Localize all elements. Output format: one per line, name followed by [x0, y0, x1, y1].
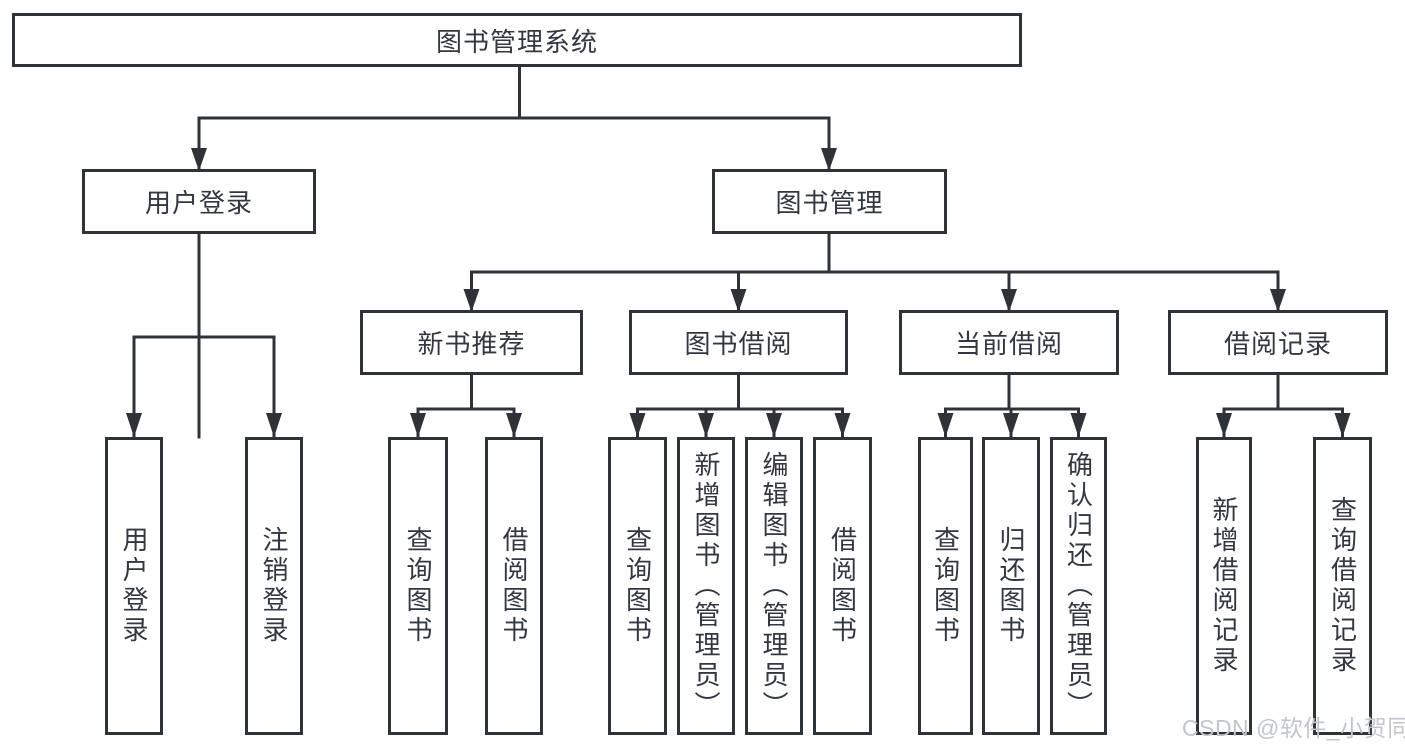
leaf-borrow-books-label: 借阅图书 — [827, 526, 858, 646]
leaf-add-books-admin: 新增图书（管理员） — [677, 437, 735, 735]
arrowhead — [730, 289, 747, 312]
connector-new-book-recommend-group — [416, 373, 516, 439]
node-book-management-label: 图书管理 — [775, 188, 884, 218]
arrowhead — [1216, 413, 1232, 437]
connector-book-management-group — [470, 232, 1280, 314]
node-borrow-records: 借阅记录 — [1168, 310, 1388, 375]
node-root: 图书管理系统 — [12, 13, 1022, 67]
watermark: CSDN @软件_小贺同学 — [1182, 715, 1405, 741]
arrowhead — [1003, 413, 1019, 437]
arrowhead — [506, 413, 522, 437]
node-current-borrow-label: 当前借阅 — [954, 329, 1063, 359]
leaf-add-borrow-record: 新增借阅记录 — [1196, 437, 1252, 735]
connector-root-to-level2 — [197, 65, 831, 439]
leaf-edit-books-admin-label: 编辑图书（管理员） — [759, 451, 789, 721]
leaf-confirm-return-admin-label: 确认归还（管理员） — [1063, 451, 1094, 721]
connector-user-login-group — [132, 232, 276, 439]
arrowhead — [698, 413, 714, 437]
leaf-query-books-borrow: 查询图书 — [608, 437, 667, 735]
leaf-query-books-current-label: 查询图书 — [930, 526, 961, 646]
leaf-logout-label: 注销登录 — [259, 526, 289, 646]
arrowhead — [1270, 289, 1286, 312]
arrowhead — [821, 148, 837, 171]
leaf-return-books: 归还图书 — [982, 437, 1040, 735]
node-root-label: 图书管理系统 — [435, 26, 598, 57]
arrowhead — [1001, 289, 1017, 312]
node-new-book-recommend-label: 新书推荐 — [417, 329, 526, 359]
arrowhead — [126, 413, 142, 437]
leaf-return-books-label: 归还图书 — [996, 526, 1026, 646]
leaf-edit-books-admin: 编辑图书（管理员） — [745, 437, 803, 735]
node-new-book-recommend: 新书推荐 — [360, 310, 583, 375]
arrowhead — [463, 289, 480, 312]
leaf-query-books-current: 查询图书 — [918, 437, 973, 735]
arrowhead — [629, 413, 646, 437]
leaf-query-books-borrow-label: 查询图书 — [622, 526, 653, 646]
connector-borrow-records-group — [1222, 373, 1344, 439]
node-user-login-label: 用户登录 — [144, 188, 253, 218]
leaf-add-borrow-record-label: 新增借阅记录 — [1209, 496, 1239, 676]
leaf-query-books-recommend: 查询图书 — [388, 437, 448, 735]
node-book-management: 图书管理 — [712, 169, 947, 234]
arrowhead — [766, 413, 782, 437]
node-borrow-records-label: 借阅记录 — [1223, 329, 1332, 359]
leaf-user-login-label: 用户登录 — [119, 526, 149, 646]
leaf-logout: 注销登录 — [245, 437, 303, 735]
leaf-user-login: 用户登录 — [105, 437, 163, 735]
leaf-query-borrow-record-label: 查询借阅记录 — [1327, 496, 1358, 676]
leaf-borrow-books: 借阅图书 — [813, 437, 872, 735]
arrowhead — [191, 148, 207, 171]
arrowhead — [1070, 413, 1087, 437]
leaf-add-books-admin-label: 新增图书（管理员） — [691, 451, 721, 721]
node-current-borrow: 当前借阅 — [899, 310, 1119, 375]
node-book-borrow-label: 图书借阅 — [684, 329, 793, 359]
node-user-login: 用户登录 — [82, 169, 316, 234]
node-book-borrow: 图书借阅 — [629, 310, 848, 375]
arrowhead — [410, 413, 426, 437]
arrowhead — [937, 413, 954, 437]
leaf-query-borrow-record: 查询借阅记录 — [1313, 437, 1372, 735]
leaf-confirm-return-admin: 确认归还（管理员） — [1050, 437, 1107, 735]
arrowhead — [834, 413, 851, 437]
leaf-borrow-books-recommend: 借阅图书 — [485, 437, 543, 735]
connector-book-borrow-group — [636, 373, 844, 439]
arrowhead — [1334, 413, 1351, 437]
leaf-query-books-recommend-label: 查询图书 — [403, 526, 433, 646]
leaf-borrow-books-recommend-label: 借阅图书 — [499, 526, 529, 646]
arrowhead — [266, 413, 282, 437]
